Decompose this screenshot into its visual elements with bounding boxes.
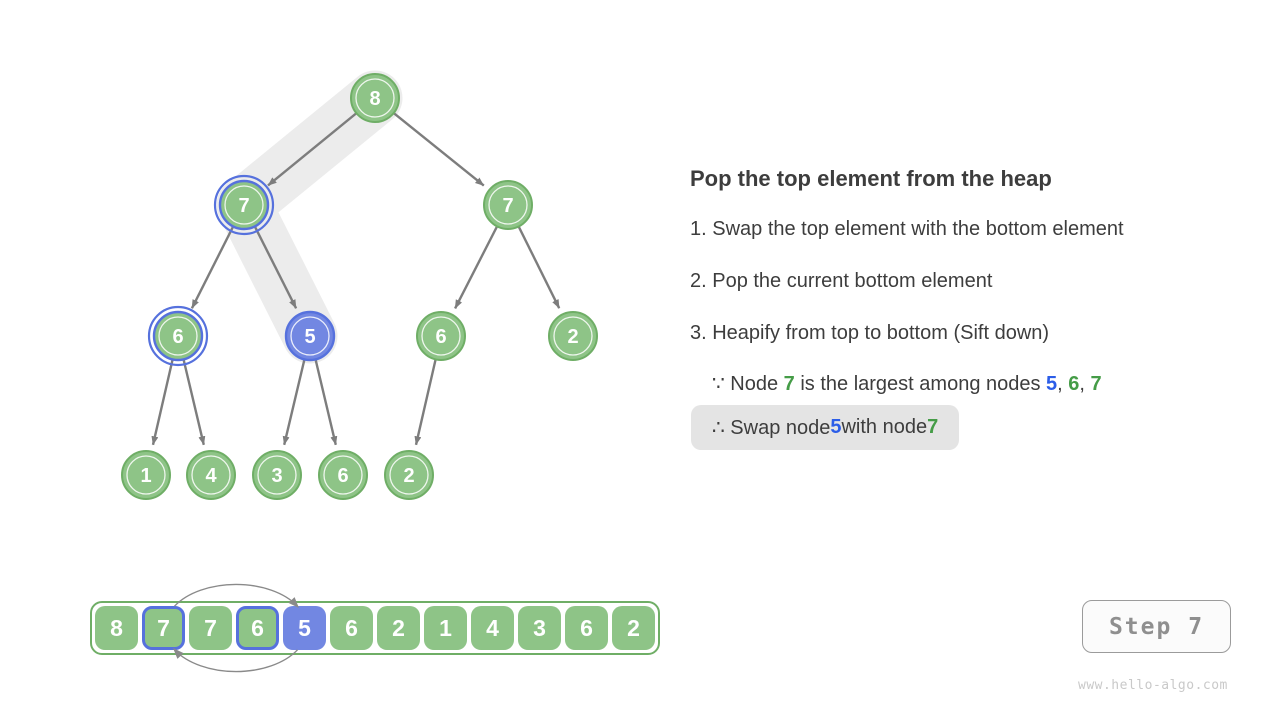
tree-node-6: 6 — [318, 450, 368, 500]
tree-node-2: 2 — [384, 450, 434, 500]
text-segment: ∵ Node — [712, 373, 784, 395]
array-cell-5: 5 — [283, 606, 326, 650]
panel-title: Pop the top element from the heap — [690, 166, 1052, 191]
text-segment: , — [1057, 373, 1069, 395]
tree-node-7: 7 — [483, 180, 533, 230]
tree-node-4: 4 — [186, 450, 236, 500]
tree-node-7: 7 — [213, 174, 275, 236]
therefore-box: ∴ Swap node 5 with node 7 — [691, 405, 960, 450]
because-line: ∵ Node 7 is the largest among nodes 5, 6… — [712, 371, 1102, 396]
tree-node-1: 1 — [121, 450, 171, 500]
svg-text:8: 8 — [369, 88, 380, 110]
text-segment: with node — [841, 416, 928, 438]
svg-text:2: 2 — [403, 465, 414, 487]
svg-text:2: 2 — [567, 326, 578, 348]
array-cell-6: 6 — [330, 606, 373, 650]
node-ref-7: 7 — [1090, 373, 1102, 395]
array-cell-4: 4 — [471, 606, 514, 650]
array-cell-3: 3 — [518, 606, 561, 650]
array-cell-2: 2 — [377, 606, 420, 650]
svg-text:7: 7 — [238, 195, 249, 217]
tree-node-5: 5 — [284, 310, 336, 362]
array-cell-6: 6 — [565, 606, 608, 650]
node-ref-5: 5 — [1046, 373, 1058, 395]
node-ref-7: 7 — [783, 373, 795, 395]
tree-node-2: 2 — [548, 311, 598, 361]
tree-node-3: 3 — [252, 450, 302, 500]
tree-edge — [242, 204, 298, 309]
watermark: www.hello-algo.com — [1078, 678, 1228, 693]
svg-text:6: 6 — [337, 465, 348, 487]
svg-text:1: 1 — [140, 465, 151, 487]
svg-text:5: 5 — [304, 326, 315, 348]
tree-edge — [414, 335, 443, 446]
array-cell-7: 7 — [142, 606, 185, 650]
text-segment: , — [1079, 373, 1091, 395]
svg-text:7: 7 — [502, 195, 513, 217]
node-ref-6: 6 — [1068, 373, 1080, 395]
node-ref-7: 7 — [927, 416, 939, 438]
tree-edge — [374, 97, 485, 187]
array-cell-1: 1 — [424, 606, 467, 650]
step-line-1: 1. Swap the top element with the bottom … — [690, 218, 1124, 240]
array-cell-8: 8 — [95, 606, 138, 650]
step-line-3: 3. Heapify from top to bottom (Sift down… — [690, 322, 1050, 344]
sift-path-highlight — [216, 70, 403, 364]
tree-node-8: 8 — [350, 73, 400, 123]
tree-edge — [190, 204, 246, 309]
array-cell-6: 6 — [236, 606, 279, 650]
step-line-2: 2. Pop the current bottom element — [690, 270, 993, 292]
tree-edge — [506, 204, 561, 309]
svg-text:4: 4 — [205, 465, 217, 487]
svg-text:6: 6 — [172, 326, 183, 348]
tree-edge — [151, 335, 180, 446]
text-segment: ∴ Swap node — [712, 417, 831, 439]
array-cell-7: 7 — [189, 606, 232, 650]
array-cell-2: 2 — [612, 606, 655, 650]
tree-node-6: 6 — [416, 311, 466, 361]
tree-edge — [308, 335, 338, 446]
tree-edge — [282, 335, 312, 446]
node-ref-5: 5 — [830, 416, 842, 438]
svg-text:3: 3 — [271, 465, 282, 487]
tree-edge — [176, 335, 206, 446]
tree-node-6: 6 — [147, 305, 209, 367]
text-segment: is the largest among nodes — [794, 373, 1047, 395]
tree-edge — [267, 97, 376, 187]
step-button[interactable]: Step 7 — [1082, 600, 1231, 653]
tree-edge — [454, 204, 510, 309]
svg-text:6: 6 — [435, 326, 446, 348]
